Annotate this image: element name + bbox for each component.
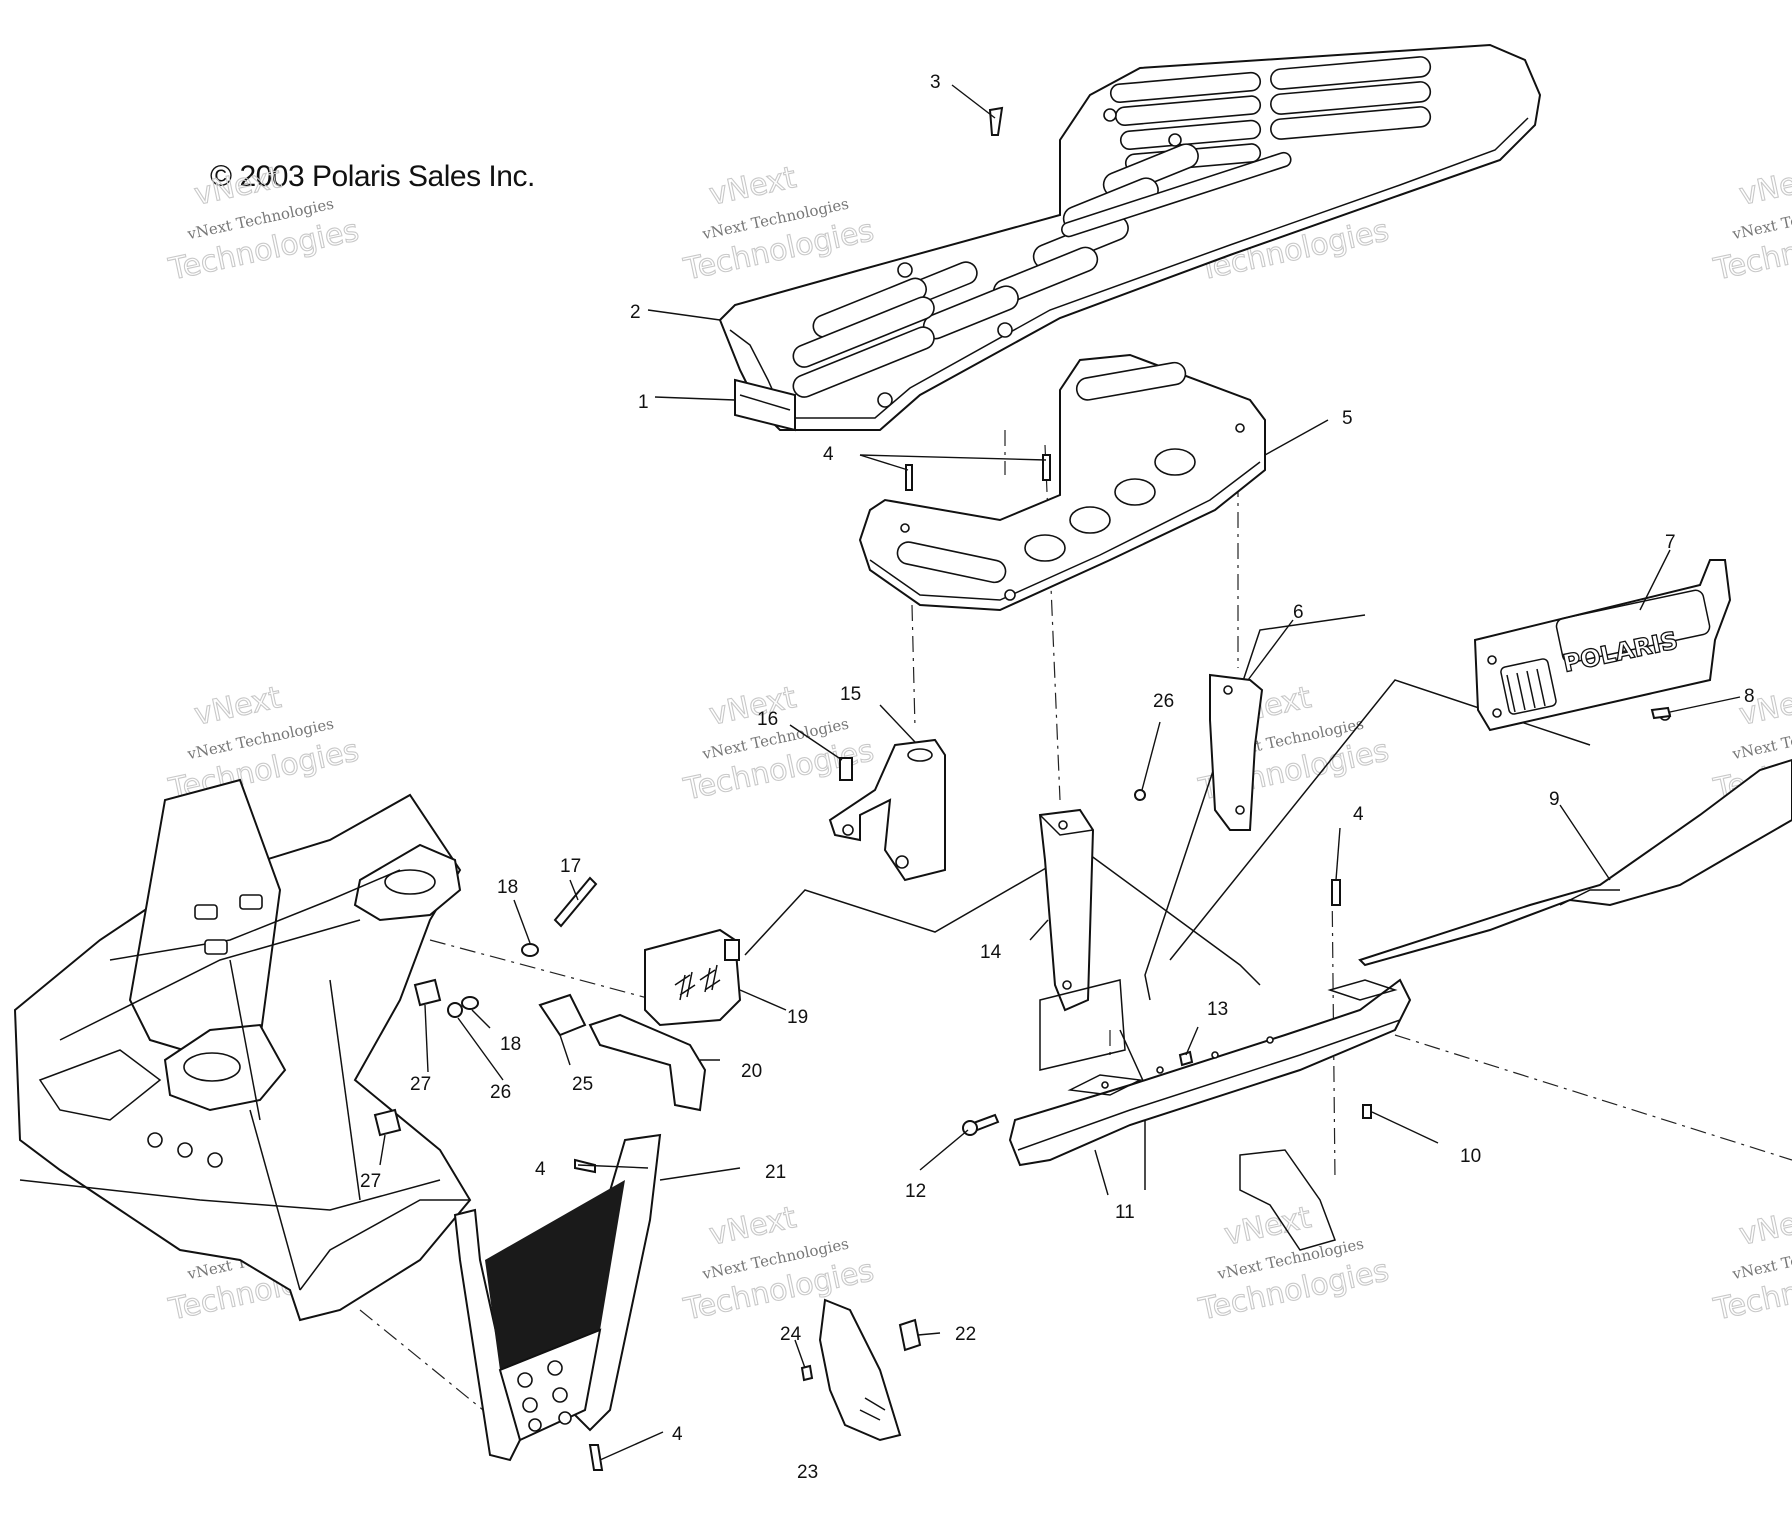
svg-text:vNext: vNext bbox=[706, 680, 799, 733]
callout-21: 21 bbox=[765, 1162, 786, 1183]
callout-4: 4 bbox=[672, 1424, 683, 1445]
callout-8: 8 bbox=[1744, 686, 1755, 707]
callout-17: 17 bbox=[560, 856, 581, 877]
grille-part-7: POLARIS bbox=[1473, 559, 1732, 732]
callout-4: 4 bbox=[823, 444, 834, 465]
callout-1: 1 bbox=[638, 392, 649, 413]
callout-3: 3 bbox=[930, 72, 941, 93]
watermark: vNext vNext Technologies Technologies bbox=[165, 680, 363, 809]
callout-10: 10 bbox=[1460, 1146, 1481, 1167]
callout-18: 18 bbox=[497, 877, 518, 898]
copyright-text: © 2003 Polaris Sales Inc. bbox=[210, 160, 535, 193]
callout-25: 25 bbox=[572, 1074, 593, 1095]
bolt-24 bbox=[800, 1364, 814, 1382]
atv-frame bbox=[13, 778, 472, 1322]
bracket-part-14 bbox=[1038, 808, 1146, 1190]
bolt-3 bbox=[988, 106, 1004, 136]
callout-20: 20 bbox=[741, 1061, 762, 1082]
bracket-part-15 bbox=[828, 738, 946, 882]
callout-13: 13 bbox=[1207, 999, 1228, 1020]
watermark: vNext vNext Technologies Technologies bbox=[1710, 1200, 1792, 1329]
callout-19: 19 bbox=[787, 1007, 808, 1028]
callout-15: 15 bbox=[840, 684, 861, 705]
svg-text:vNext: vNext bbox=[191, 680, 284, 733]
callout-6: 6 bbox=[1293, 602, 1304, 623]
reflector-part-1 bbox=[734, 378, 796, 432]
alignment-lines bbox=[359, 430, 1792, 1441]
callout-9: 9 bbox=[1549, 789, 1560, 810]
bracket-part-6 bbox=[1209, 673, 1264, 831]
bolt-4c bbox=[1331, 879, 1341, 906]
callout-leaders bbox=[379, 84, 1741, 1461]
callout-labels: 3 2 1 4 5 6 7 8 9 4 10 11 12 13 14 15 16… bbox=[360, 72, 1755, 1483]
watermark: vNext vNext Technologies Technologies bbox=[1195, 1200, 1393, 1329]
callout-27: 27 bbox=[410, 1074, 431, 1095]
rack-top bbox=[718, 43, 1542, 432]
callout-16: 16 bbox=[757, 709, 778, 730]
guard-part-21 bbox=[453, 1133, 662, 1462]
callout-5: 5 bbox=[1342, 408, 1353, 429]
watermark: vNext vNext Technologies Technologies bbox=[165, 160, 363, 289]
bolt-10 bbox=[1362, 1104, 1372, 1119]
callout-2: 2 bbox=[630, 302, 641, 323]
bolt-4b bbox=[1042, 454, 1051, 481]
watermark: vNext vNext Technologies Technologies bbox=[680, 160, 878, 289]
callout-7: 7 bbox=[1665, 532, 1676, 553]
bolt-16 bbox=[839, 757, 853, 781]
rack-base bbox=[858, 353, 1266, 612]
svg-text:vNext: vNext bbox=[706, 1200, 799, 1253]
svg-text:vNext: vNext bbox=[1736, 1200, 1792, 1253]
callout-14: 14 bbox=[980, 942, 1002, 963]
bolt-17 bbox=[553, 876, 598, 928]
callout-26: 26 bbox=[1153, 691, 1174, 712]
watermark: vNext vNext Technologies Technologies bbox=[680, 1200, 878, 1329]
svg-text:vNext: vNext bbox=[1221, 1200, 1314, 1253]
bolt-4e bbox=[588, 1444, 604, 1471]
callout-26: 26 bbox=[490, 1082, 511, 1103]
callout-27: 27 bbox=[360, 1171, 381, 1192]
callout-24: 24 bbox=[780, 1324, 802, 1345]
callout-18: 18 bbox=[500, 1034, 521, 1055]
callout-11: 11 bbox=[1115, 1202, 1135, 1223]
svg-text:vNext: vNext bbox=[191, 160, 284, 213]
crossbar-part-11 bbox=[1008, 978, 1412, 1251]
bolt-8 bbox=[1650, 706, 1672, 720]
callout-22: 22 bbox=[955, 1324, 976, 1345]
callout-4: 4 bbox=[535, 1159, 546, 1180]
grille-vent bbox=[1500, 658, 1557, 715]
callout-4: 4 bbox=[1353, 804, 1364, 825]
callout-23: 23 bbox=[797, 1462, 818, 1483]
rack-slots bbox=[792, 56, 1432, 408]
svg-text:vNext: vNext bbox=[1736, 160, 1792, 213]
bumper-part-9 bbox=[1358, 758, 1792, 967]
svg-text:vNext: vNext bbox=[706, 160, 799, 213]
callout-12: 12 bbox=[905, 1181, 926, 1202]
watermark: vNext vNext Technologies Technologies bbox=[1710, 160, 1792, 289]
bolt-4a bbox=[905, 464, 913, 491]
